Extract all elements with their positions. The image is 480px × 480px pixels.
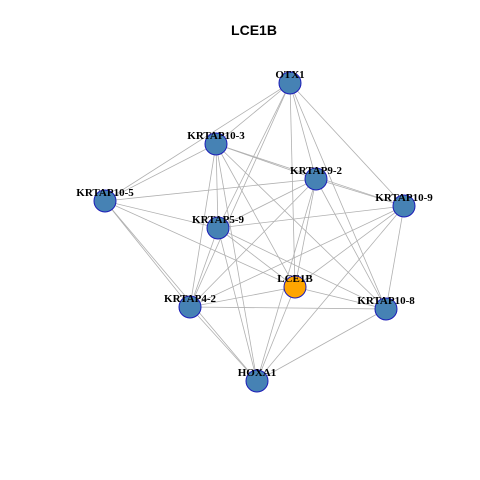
node-label: KRTAP9-2 bbox=[290, 165, 342, 177]
node-circle bbox=[374, 297, 398, 321]
node-otx1: OTX1 bbox=[275, 69, 305, 95]
node-krtap10-8: KRTAP10-8 bbox=[357, 295, 415, 321]
edge-krtap10-3-krtap4-2 bbox=[189, 143, 217, 308]
edge-otx1-krtap10-8 bbox=[289, 82, 387, 310]
edge-lce1b-hoxa1 bbox=[256, 286, 296, 382]
edge-lce1b-krtap4-2 bbox=[189, 286, 296, 308]
node-krtap10-5: KRTAP10-5 bbox=[76, 187, 134, 213]
edge-otx1-krtap10-5 bbox=[104, 82, 291, 202]
edge-krtap10-9-krtap10-8 bbox=[385, 205, 405, 310]
node-circle bbox=[93, 189, 117, 213]
edge-krtap5-9-krtap4-2 bbox=[189, 227, 219, 308]
node-label: KRTAP10-5 bbox=[76, 187, 134, 199]
node-circle bbox=[392, 194, 416, 218]
node-circle bbox=[304, 167, 328, 191]
node-lce1b: LCE1B bbox=[277, 273, 313, 299]
edge-krtap9-2-lce1b bbox=[294, 178, 317, 288]
node-circle bbox=[204, 132, 228, 156]
edge-krtap10-9-krtap5-9 bbox=[217, 205, 405, 229]
edge-krtap10-3-krtap10-8 bbox=[215, 143, 387, 310]
node-krtap5-9: KRTAP5-9 bbox=[192, 214, 244, 240]
node-label: HOXA1 bbox=[238, 367, 277, 379]
node-hoxa1: HOXA1 bbox=[238, 367, 277, 393]
edge-krtap10-3-krtap5-9 bbox=[215, 143, 219, 229]
edge-krtap10-5-krtap4-2 bbox=[104, 200, 191, 308]
edge-krtap10-5-krtap5-9 bbox=[104, 200, 219, 229]
node-krtap4-2: KRTAP4-2 bbox=[164, 293, 216, 319]
edge-otx1-lce1b bbox=[289, 82, 296, 288]
node-label: OTX1 bbox=[275, 69, 304, 81]
edge-krtap9-2-krtap10-9 bbox=[315, 178, 405, 207]
edge-krtap4-2-hoxa1 bbox=[189, 306, 258, 382]
edge-krtap9-2-krtap5-9 bbox=[217, 178, 317, 229]
node-label: KRTAP10-3 bbox=[187, 130, 245, 142]
edge-krtap5-9-krtap10-8 bbox=[217, 227, 387, 310]
edge-otx1-krtap4-2 bbox=[189, 82, 291, 308]
node-circle bbox=[245, 369, 269, 393]
edge-lce1b-krtap10-8 bbox=[294, 286, 387, 310]
edge-krtap5-9-hoxa1 bbox=[217, 227, 258, 382]
node-label: KRTAP10-9 bbox=[375, 192, 433, 204]
edge-krtap5-9-lce1b bbox=[217, 227, 296, 288]
edge-krtap10-8-hoxa1 bbox=[256, 308, 387, 382]
edge-otx1-krtap5-9 bbox=[217, 82, 291, 229]
edge-krtap10-3-krtap10-5 bbox=[104, 143, 217, 202]
node-label: KRTAP4-2 bbox=[164, 293, 216, 305]
node-circle bbox=[283, 275, 307, 299]
node-circle bbox=[206, 216, 230, 240]
edge-krtap10-9-hoxa1 bbox=[256, 205, 405, 382]
edge-otx1-krtap10-9 bbox=[289, 82, 405, 207]
node-label: KRTAP10-8 bbox=[357, 295, 415, 307]
node-krtap10-9: KRTAP10-9 bbox=[375, 192, 433, 218]
diagram-title: LCE1B bbox=[231, 22, 277, 38]
edge-krtap9-2-krtap10-5 bbox=[104, 178, 317, 202]
node-krtap10-3: KRTAP10-3 bbox=[187, 130, 245, 156]
edge-krtap4-2-krtap10-8 bbox=[189, 306, 387, 310]
edge-otx1-krtap9-2 bbox=[289, 82, 317, 180]
node-label: KRTAP5-9 bbox=[192, 214, 244, 226]
edge-krtap10-3-hoxa1 bbox=[215, 143, 258, 382]
edge-krtap10-5-hoxa1 bbox=[104, 200, 258, 382]
edges-layer bbox=[104, 82, 405, 382]
edge-otx1-krtap10-3 bbox=[215, 82, 291, 145]
node-label: LCE1B bbox=[277, 273, 313, 285]
edge-krtap9-2-krtap4-2 bbox=[189, 178, 317, 308]
edge-krtap9-2-krtap10-8 bbox=[315, 178, 387, 310]
node-krtap9-2: KRTAP9-2 bbox=[290, 165, 342, 191]
edge-krtap10-3-lce1b bbox=[215, 143, 296, 288]
node-circle bbox=[278, 71, 302, 95]
node-circle bbox=[178, 295, 202, 319]
edge-krtap10-9-krtap4-2 bbox=[189, 205, 405, 308]
